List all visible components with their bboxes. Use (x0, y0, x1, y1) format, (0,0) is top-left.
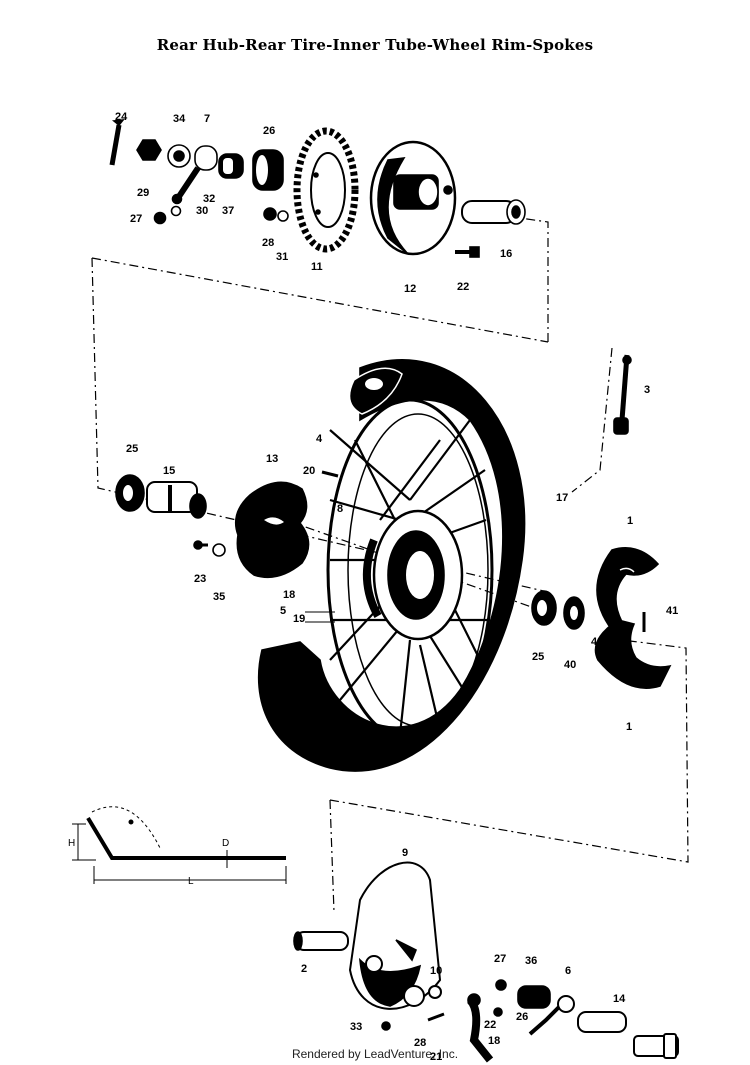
label-27b: 27 (494, 953, 506, 965)
label-19: 19 (293, 613, 305, 625)
label-12: 12 (404, 283, 416, 295)
label-37: 37 (222, 205, 234, 217)
spacer-25b (531, 590, 557, 626)
label-41a: 41 (666, 605, 678, 617)
label-35: 35 (213, 591, 225, 603)
sprocket-11 (293, 127, 359, 253)
washer-32 (171, 193, 183, 205)
chain-adjuster-7 (175, 145, 218, 200)
label-4: 4 (316, 433, 323, 445)
nut-28a (263, 207, 277, 221)
axle-sleeve-16 (461, 199, 526, 225)
footer-credit: Rendered by LeadVenture, Inc. (291, 1047, 459, 1061)
bearing-26a (252, 149, 284, 191)
label-28b: 28 (414, 1037, 426, 1049)
label-6: 6 (565, 965, 571, 977)
hub-bolt-22a (455, 246, 480, 258)
brake-arm-10 (466, 993, 494, 1063)
axle-nut-15 (146, 481, 207, 519)
bolt-3 (613, 354, 632, 435)
label-41b: 41 (591, 636, 603, 648)
washer-31 (277, 210, 289, 222)
diagram-title: Rear Hub-Rear Tire-Inner Tube-Wheel Rim-… (156, 36, 594, 54)
tire-17 (257, 359, 526, 772)
spoke-dimension-drawing (72, 806, 287, 884)
label-36: 36 (525, 955, 537, 967)
label-31: 31 (276, 251, 288, 263)
nut-33 (381, 1021, 391, 1031)
hub-flange-12 (369, 140, 457, 256)
label-17: 17 (556, 492, 568, 504)
label-24a: 24 (115, 111, 128, 123)
label-2: 2 (301, 963, 307, 975)
label-26a: 26 (263, 125, 275, 137)
label-11: 11 (311, 261, 323, 273)
label-9: 9 (402, 847, 408, 859)
label-29: 29 (137, 187, 149, 199)
brake-panel-9 (348, 861, 442, 1010)
label-28a: 28 (262, 237, 274, 249)
label-18b-arm: 18 (488, 1035, 500, 1047)
bushing-36 (517, 985, 551, 1009)
dimension-l: L (188, 876, 194, 887)
label-18: 18 (283, 589, 295, 601)
label-23: 23 (194, 573, 206, 585)
label-7: 7 (204, 113, 210, 125)
label-22a: 22 (457, 281, 469, 293)
brake-shoe-1a (596, 547, 660, 632)
wheel-rim (326, 398, 494, 742)
washer-35 (212, 543, 226, 557)
spacer-25a (115, 474, 145, 512)
label-25b: 25 (532, 651, 544, 663)
nut-34 (136, 139, 162, 161)
label-30a: 30 (196, 205, 208, 217)
seal-40 (563, 596, 585, 630)
label-20: 20 (303, 465, 315, 477)
label-21: 21 (430, 1051, 442, 1063)
brake-shoe-1b (594, 619, 672, 689)
rim-band-20 (321, 470, 339, 478)
label-26b: 26 (516, 1011, 528, 1023)
label-27a: 27 (130, 213, 142, 225)
axle-bolt-24 (109, 118, 125, 166)
cam-14 (577, 1011, 679, 1059)
label-1a: 1 (627, 515, 633, 527)
label-32a: 32 (203, 193, 215, 205)
label-1b: 1 (626, 721, 632, 733)
label-10: 10 (430, 965, 442, 977)
label-8: 8 (337, 503, 343, 515)
nut-27a (153, 211, 167, 225)
hub-8 (362, 509, 464, 641)
bolt-23 (193, 540, 208, 550)
nut-27b (495, 979, 507, 991)
label-13: 13 (266, 453, 278, 465)
label-34: 34 (173, 113, 186, 125)
part-labels: 24 34 7 26 29 32 27 30 37 28 31 11 12 22… (68, 111, 678, 1063)
label-15: 15 (163, 465, 175, 477)
label-5: 5 (280, 605, 286, 617)
label-40: 40 (564, 659, 576, 671)
valve-18-19 (305, 611, 335, 623)
label-3: 3 (644, 384, 650, 396)
pivot-2 (293, 931, 349, 951)
dimension-h: H (68, 838, 75, 849)
washer-30a (170, 205, 182, 217)
label-22b: 22 (484, 1019, 496, 1031)
dimension-d: D (222, 838, 229, 849)
damper-rubber-13 (234, 481, 310, 579)
bolt-21 (427, 1012, 445, 1022)
label-25a: 25 (126, 443, 138, 455)
cam-lever-6 (528, 995, 575, 1036)
label-33: 33 (350, 1021, 362, 1033)
nut-28b (493, 1007, 503, 1017)
label-16: 16 (500, 248, 512, 260)
washer-30b (428, 985, 442, 999)
springs-41 (620, 612, 646, 649)
label-14: 14 (613, 993, 626, 1005)
